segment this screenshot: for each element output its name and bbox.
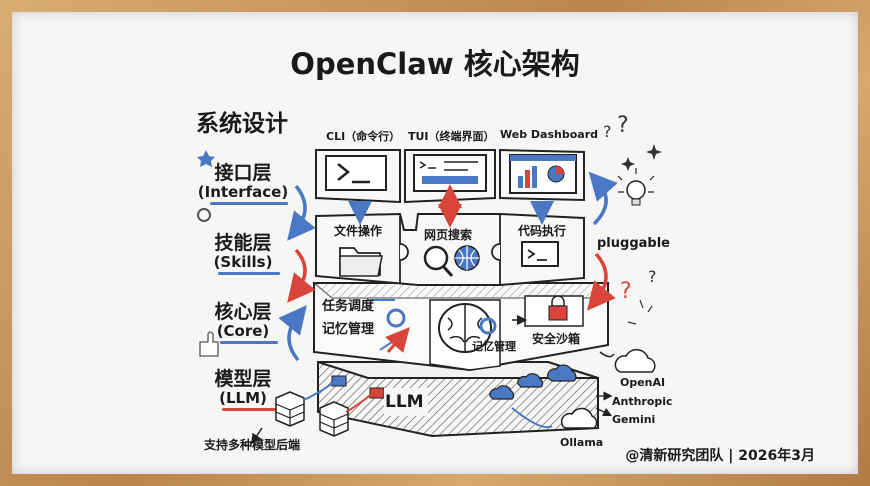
core-label-scheduling: 任务调度 xyxy=(322,299,375,314)
magnifier-icon xyxy=(423,245,454,278)
skill-label-code: 代码执行 xyxy=(518,224,567,238)
terminal-icon xyxy=(337,163,370,184)
svg-text:?: ? xyxy=(617,113,629,138)
llm-label: LLM xyxy=(385,392,424,412)
page-title: OpenClaw 核心架构 xyxy=(290,47,580,81)
interface-block-cli xyxy=(315,149,401,204)
core-label-memory: 记忆管理 xyxy=(322,322,375,337)
layer-skills-name: 技能层 xyxy=(214,232,272,254)
provider-ollama: Ollama xyxy=(560,436,604,449)
layer-core-name: 核心层 xyxy=(214,301,272,323)
backends-note: 支持多种模型后端 xyxy=(204,438,301,452)
provider-anthropic: Anthropic xyxy=(612,395,673,408)
star-icon xyxy=(197,150,215,167)
interface-label-cli: CLI（命令行） xyxy=(326,130,401,143)
pluggable-label: pluggable xyxy=(597,236,670,251)
gear-icon xyxy=(386,308,406,328)
layer-interface-sub: (Interface) xyxy=(197,183,289,201)
server-icon xyxy=(275,391,349,437)
core-label-sandbox: 安全沙箱 xyxy=(532,332,581,346)
cloud-icon xyxy=(489,348,656,429)
globe-icon xyxy=(454,245,480,271)
svg-text:?: ? xyxy=(648,267,657,286)
layer-core-sub: (Core) xyxy=(216,322,270,340)
brain-icon xyxy=(438,303,492,353)
section-title: 系统设计 xyxy=(196,111,288,137)
provider-gemini: Gemini xyxy=(612,413,656,426)
interface-block-tui xyxy=(404,149,496,204)
layer-core-underline xyxy=(220,341,278,344)
svg-text:?: ? xyxy=(620,279,632,304)
layer-llm-name: 模型层 xyxy=(214,368,272,390)
lightbulb-icon xyxy=(617,168,655,206)
skill-label-search: 网页搜索 xyxy=(424,228,473,242)
layer-skills-underline xyxy=(218,272,280,275)
interface-label-tui: TUI（终端界面） xyxy=(408,130,495,143)
svg-text:?: ? xyxy=(603,122,612,141)
core-label-memory-mid: 记忆管理 xyxy=(472,340,516,353)
layer-llm-underline xyxy=(222,408,276,411)
provider-openai: OpenAI xyxy=(620,376,666,389)
interface-label-web: Web Dashboard xyxy=(500,128,598,141)
layer-llm-sub: (LLM) xyxy=(219,389,267,407)
layer-interface-name: 接口层 xyxy=(214,162,272,184)
core-block xyxy=(311,282,611,372)
thumbs-up-icon xyxy=(199,331,219,357)
interface-block-web xyxy=(499,148,585,202)
footer-credit: @清新研究团队 | 2026年3月 xyxy=(625,448,815,464)
tui-window-icon xyxy=(422,176,478,184)
lock-icon xyxy=(548,305,568,321)
layer-skills-sub: (Skills) xyxy=(213,253,273,271)
skill-label-files: 文件操作 xyxy=(334,224,383,238)
layer-interface-underline xyxy=(210,202,288,205)
